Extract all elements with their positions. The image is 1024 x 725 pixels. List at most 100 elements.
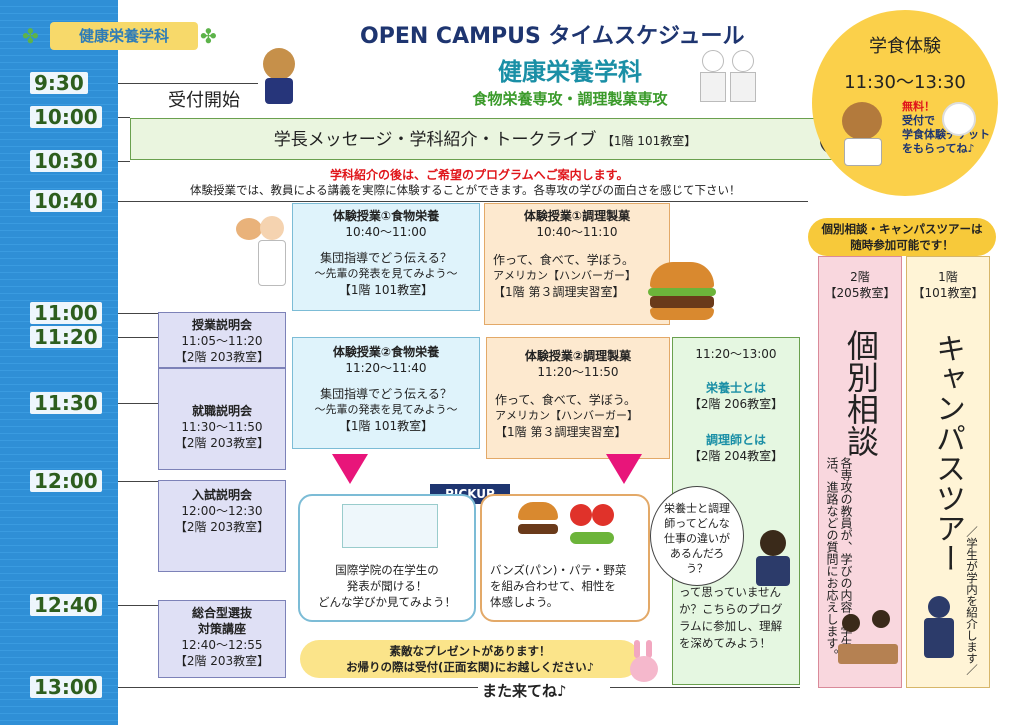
- career-time: 11:20〜13:00: [695, 347, 777, 361]
- time-label: 12:00: [30, 470, 102, 492]
- present-banner: 素敵なプレゼントがあります！ お帰りの際は受付(正面玄関)にお越しください♪: [300, 640, 640, 678]
- lecture-1: 授業説明会 11:05〜11:20 【2階 203教室】: [158, 312, 286, 368]
- exp2-food: 体験授業②食物栄養 11:20〜11:40 集団指導でどう伝える？ 〜先輩の発表…: [292, 337, 480, 449]
- chef-icon: [700, 48, 760, 104]
- lecture-2-title: 就職説明会: [191, 404, 252, 418]
- dept-title: 健康栄養学科: [498, 58, 642, 86]
- time-line: [118, 403, 158, 404]
- closing-text: また来てね♪: [482, 682, 567, 700]
- tour-guide-icon: [918, 596, 962, 682]
- consult-desc: 各専攻の教員が、学びの内容、学生生活、進路などの質問にお応えします。: [825, 457, 853, 661]
- main-session: 学長メッセージ・学科紹介・トークライブ 【1階 101教室】: [130, 118, 840, 160]
- lecture-2: 就職説明会 11:30〜11:50 【2階 203教室】: [158, 368, 286, 470]
- hamburger-icon: [648, 262, 716, 322]
- exp2-cook-room: 【1階 第３調理実習室】: [495, 425, 627, 439]
- time-line: [118, 313, 158, 314]
- lecture-1-title: 授業説明会: [191, 318, 252, 332]
- time-label: 13:00: [30, 676, 102, 698]
- page-title: OPEN CAMPUS タイムスケジュール: [360, 24, 745, 49]
- time-line: [118, 481, 158, 482]
- exp1-cook: 体験授業①調理製菓 10:40〜11:10 作って、食べて、学ぼう。 アメリカン…: [484, 203, 670, 325]
- anytime-line1: 個別相談・キャンパスツアーは: [821, 222, 983, 236]
- cafeteria-badge: 学食体験 11:30〜13:30 無料！ 受付で 学食体験チケット をもらってね…: [812, 10, 998, 196]
- exp2-food-room: 【1階 101教室】: [338, 419, 434, 433]
- pickup-left-line2: 発表が聞ける！: [346, 579, 428, 593]
- exp2-food-line1: 集団指導でどう伝える？: [320, 387, 452, 401]
- presentation-icon: [342, 504, 438, 548]
- time-label: 11:30: [30, 392, 102, 414]
- exp2-food-title: 体験授業②食物栄養: [332, 345, 440, 359]
- lecture-4-title: 総合型選抜: [191, 606, 252, 620]
- anytime-badge: 個別相談・キャンパスツアーは 随時参加可能です！: [808, 218, 996, 256]
- time-line: [610, 687, 800, 688]
- pickup-right: バンズ(パン)・パテ・野菜 を組み合わせて、相性を 体感しよう。: [480, 494, 650, 622]
- cafeteria-time: 11:30〜13:30: [844, 72, 966, 93]
- exp1-cook-room: 【1階 第３調理実習室】: [493, 285, 625, 299]
- notice-line2: 体験授業では、教員による講義を実際に体験することができます。各専攻の学びの面白さ…: [190, 183, 741, 197]
- lecture-2-room: 【2階 203教室】: [174, 436, 270, 450]
- exp1-cook-time: 10:40〜11:10: [536, 225, 618, 239]
- exp1-food-time: 10:40〜11:00: [345, 225, 427, 239]
- career-b-title: 調理師とは: [705, 433, 766, 447]
- majors-label: 食物栄養専攻・調理製菓専攻: [472, 90, 668, 108]
- exp2-cook-line1: 作って、食べて、学ぼう。: [495, 393, 637, 407]
- exp1-food-room: 【1階 101教室】: [338, 283, 434, 297]
- pickup-arrow-right-icon: [606, 454, 642, 484]
- exp2-cook: 体験授業②調理製菓 11:20〜11:50 作って、食べて、学ぼう。 アメリカン…: [486, 337, 670, 459]
- cafeteria-note1: 無料！: [902, 100, 935, 113]
- time-label: 10:30: [30, 150, 102, 172]
- cafeteria-title: 学食体験: [869, 36, 941, 57]
- time-label: 11:00: [30, 302, 102, 324]
- tour-room: 【101教室】: [912, 286, 984, 300]
- student-thinking-icon: [752, 530, 796, 590]
- question-bubble: 栄養士と調理師ってどんな仕事の違いがあるんだろう？: [650, 486, 744, 586]
- exp2-cook-time: 11:20〜11:50: [537, 365, 619, 379]
- main-session-room: 【1階 101教室】: [601, 134, 697, 148]
- dept-tag-label: 健康栄養学科: [50, 22, 198, 50]
- career-a-room: 【2階 206教室】: [688, 397, 784, 411]
- exp1-cook-line1: 作って、食べて、学ぼう。: [493, 253, 635, 267]
- nurse-palette-icon: [236, 212, 292, 292]
- consult-title: 個別相談: [842, 329, 880, 457]
- lecture-3-room: 【2階 203教室】: [174, 520, 270, 534]
- lecture-3-time: 12:00〜12:30: [181, 504, 263, 518]
- reception-label: 受付開始: [168, 90, 240, 111]
- present-line2: お帰りの際は受付(正面玄関)にお越しください♪: [346, 660, 594, 674]
- lecture-2-time: 11:30〜11:50: [181, 420, 263, 434]
- lecture-1-time: 11:05〜11:20: [181, 334, 263, 348]
- clover-icon: ✤: [200, 24, 217, 48]
- plate-icon: [942, 102, 976, 136]
- pickup-left-line1: 国際学院の在学生の: [335, 563, 439, 577]
- exp2-cook-title: 体験授業②調理製菓: [524, 349, 632, 363]
- tour-title: キャンパスツアー: [930, 333, 965, 573]
- time-line: [118, 83, 258, 84]
- pickup-left-line3: どんな学びか見てみよう！: [318, 595, 456, 609]
- exp1-cook-line2: アメリカン【ハンバーガー】: [493, 269, 636, 282]
- lecture-4-room: 【2階 203教室】: [174, 654, 270, 668]
- dept-tag: ✤ 健康栄養学科 ✤: [22, 22, 218, 50]
- career-text: って思っていませんか？こちらのプログラムに参加し、理解を深めてみよう！: [679, 585, 783, 650]
- time-label: 10:40: [30, 190, 102, 212]
- exp1-cook-title: 体験授業①調理製菓: [523, 209, 631, 223]
- lecture-3-title: 入試説明会: [191, 488, 252, 502]
- exp2-food-line2: 〜先輩の発表を見てみよう〜: [314, 403, 458, 416]
- cafeteria-note4: をもらってね♪: [902, 142, 975, 155]
- exp1-food-title: 体験授業①食物栄養: [332, 209, 440, 223]
- exp1-food: 体験授業①食物栄養 10:40〜11:00 集団指導でどう伝える？ 〜先輩の発表…: [292, 203, 480, 311]
- career-b-room: 【2階 204教室】: [688, 449, 784, 463]
- lecture-3: 入試説明会 12:00〜12:30 【2階 203教室】: [158, 480, 286, 572]
- time-line: [118, 201, 808, 202]
- exp1-food-line2: 〜先輩の発表を見てみよう〜: [314, 267, 458, 280]
- lecture-1-room: 【2階 203教室】: [174, 350, 270, 364]
- lecture-4-title2: 対策講座: [197, 622, 246, 636]
- pickup-left: 国際学院の在学生の 発表が聞ける！ どんな学びか見てみよう！: [298, 494, 476, 622]
- tour-floor: 1階: [938, 270, 958, 284]
- pickup-right-line1: バンズ(パン)・パテ・野菜: [490, 563, 627, 577]
- cafeteria-note2: 受付で: [902, 114, 935, 127]
- lecture-4: 総合型選抜 対策講座 12:40〜12:55 【2階 203教室】: [158, 600, 286, 678]
- tour-column: 1階 【101教室】 キャンパスツアー ／学生が学内を紹介します／: [906, 256, 990, 688]
- notice-line1: 学科紹介の後は、ご希望のプログラムへご案内します。: [330, 168, 629, 182]
- time-line: [118, 337, 158, 338]
- time-line: [118, 117, 130, 118]
- time-line: [118, 687, 478, 688]
